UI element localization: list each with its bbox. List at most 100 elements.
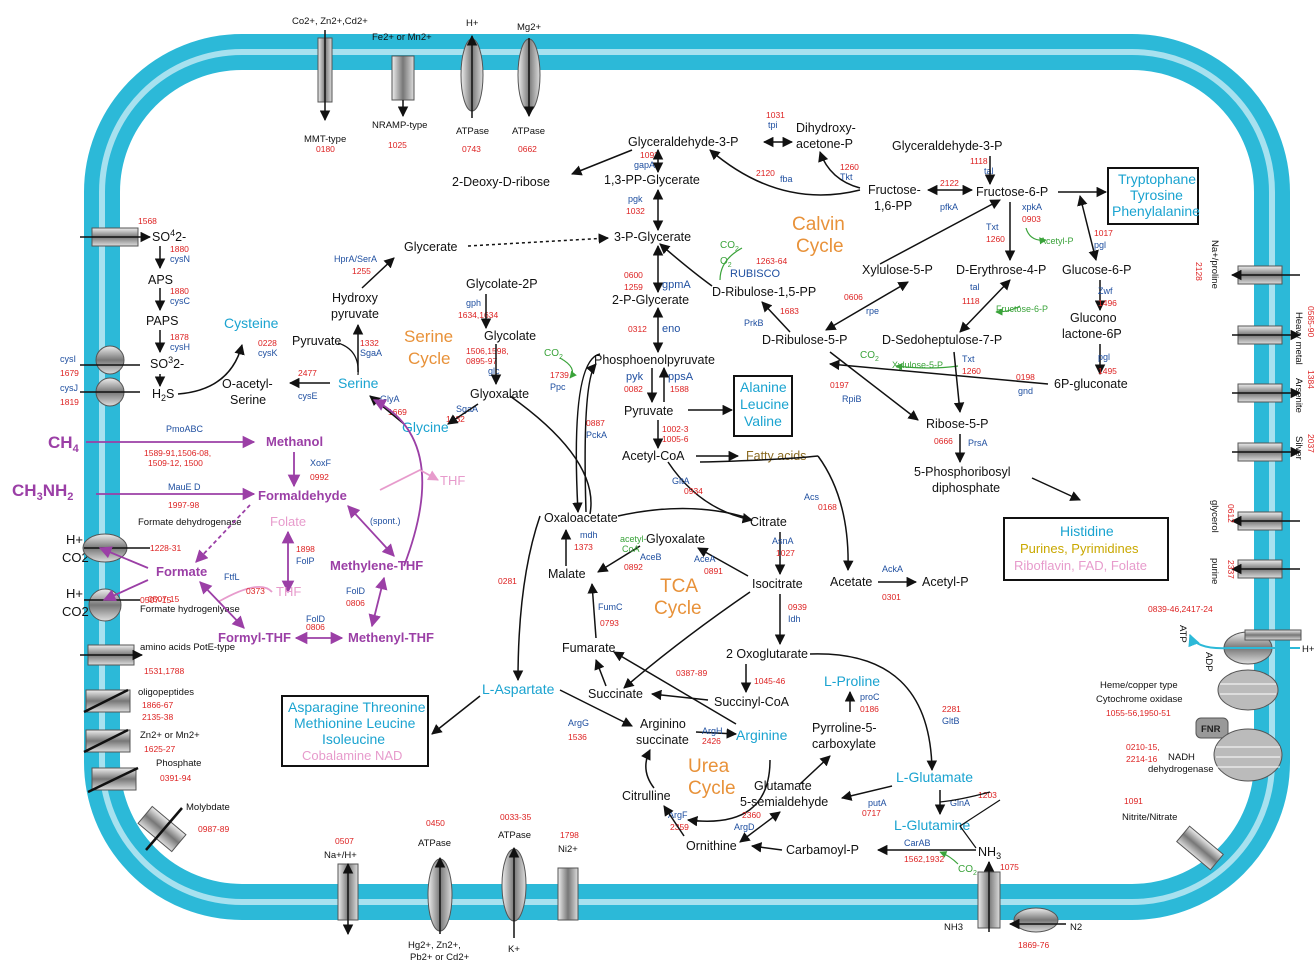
svg-text:AceA: AceA	[694, 554, 716, 564]
svg-text:1093: 1093	[640, 150, 659, 160]
svg-text:6P-gluconate: 6P-gluconate	[1054, 377, 1128, 391]
formate-hydrogenlyase-id: 0507-15	[140, 595, 171, 605]
svg-text:1118: 1118	[962, 296, 980, 306]
svg-text:2122: 2122	[940, 178, 959, 188]
svg-text:gapA: gapA	[634, 160, 655, 170]
svg-text:eno: eno	[662, 323, 680, 335]
svg-text:Cytochrome oxidase: Cytochrome oxidase	[1096, 694, 1183, 705]
svg-text:D-Erythrose-4-P: D-Erythrose-4-P	[956, 263, 1046, 277]
arsenite-id: 1384	[1306, 370, 1314, 389]
svg-text:CoA: CoA	[622, 544, 640, 554]
urea-cycle-label: Urea	[688, 756, 730, 777]
svg-text:H2S: H2S	[152, 387, 174, 403]
svg-text:Ppc: Ppc	[550, 382, 566, 392]
svg-text:1017: 1017	[1094, 228, 1113, 238]
svg-text:1,3-PP-Glycerate: 1,3-PP-Glycerate	[604, 173, 700, 187]
transporter-mg-label: Mg2+	[517, 22, 541, 33]
svg-text:Xylulose-5-P: Xylulose-5-P	[862, 263, 933, 277]
svg-text:Fumarate: Fumarate	[562, 641, 616, 655]
svg-text:Glutamate: Glutamate	[754, 779, 812, 793]
svg-text:GlyA: GlyA	[380, 394, 400, 404]
heavy-metal-label: Heavy metal	[1293, 312, 1304, 365]
svg-text:1260: 1260	[962, 366, 981, 376]
isoleucine-label: Isoleucine	[322, 731, 385, 747]
tyrosine-label: Tyrosine	[1130, 187, 1183, 203]
svg-text:2120: 2120	[756, 168, 775, 178]
ni-label: Ni2+	[558, 844, 578, 855]
svg-text:0168: 0168	[818, 502, 837, 512]
formate-dehydrogenase: Formate dehydrogenase	[138, 517, 242, 528]
svg-text:Citrulline: Citrulline	[622, 789, 671, 803]
svg-text:D-Sedoheptulose-7-P: D-Sedoheptulose-7-P	[882, 333, 1002, 347]
svg-text:pgl: pgl	[1098, 352, 1110, 362]
asparagine-threonine-label: Asparagine Threonine	[288, 699, 426, 715]
svg-text:cysJ: cysJ	[60, 383, 78, 393]
svg-text:THF: THF	[440, 473, 465, 488]
svg-text:0210-15,: 0210-15,	[1126, 742, 1160, 752]
svg-text:2135-38: 2135-38	[142, 712, 173, 722]
svg-text:Xylulose-5-P: Xylulose-5-P	[892, 360, 943, 370]
svg-text:CO2: CO2	[720, 240, 739, 253]
transporter-atpase-mg-id: 0662	[518, 144, 537, 154]
svg-text:1255: 1255	[352, 266, 371, 276]
phosphate-transporter: Phosphate	[156, 758, 201, 769]
na-h-label: Na+/H+	[324, 850, 357, 861]
svg-text:SgaA: SgaA	[456, 404, 478, 414]
svg-text:Glycerate: Glycerate	[404, 240, 458, 254]
svg-text:ArgD: ArgD	[734, 822, 755, 832]
nitrite-label: Nitrite/Nitrate	[1122, 812, 1177, 823]
svg-text:Heme/copper type: Heme/copper type	[1100, 680, 1178, 691]
svg-text:succinate: succinate	[636, 733, 689, 747]
svg-text:0197: 0197	[830, 380, 849, 390]
svg-text:1495: 1495	[1098, 366, 1117, 376]
svg-text:SO42-: SO42-	[152, 228, 186, 244]
serine-label: Serine	[338, 375, 379, 391]
svg-text:cysN: cysN	[170, 254, 190, 264]
svg-text:1739: 1739	[550, 370, 569, 380]
glycerol-label: glycerol	[1209, 500, 1220, 533]
svg-text:FumC: FumC	[598, 602, 623, 612]
svg-text:Cycle: Cycle	[688, 778, 736, 799]
svg-text:1373: 1373	[574, 542, 593, 552]
svg-text:pgl: pgl	[1094, 240, 1106, 250]
na-proline-label: Na+/proline	[1209, 240, 1220, 289]
svg-text:1260: 1260	[840, 162, 859, 172]
svg-text:dehydrogenase: dehydrogenase	[1148, 764, 1214, 775]
svg-text:gnd: gnd	[1018, 386, 1033, 396]
svg-text:2477: 2477	[298, 368, 317, 378]
histidine-label: Histidine	[1060, 523, 1114, 539]
svg-text:Cycle: Cycle	[408, 349, 451, 368]
potE-transporter: amino acids PotE-type	[140, 642, 235, 653]
svg-text:0666: 0666	[934, 436, 953, 446]
svg-text:AceB: AceB	[640, 552, 662, 562]
l-glutamine-label: L-Glutamine	[894, 817, 970, 833]
transporters-right: Na+/proline 2128 Heavy metal 0585-90 Ars…	[1096, 240, 1314, 871]
svg-text:mdh: mdh	[580, 530, 598, 540]
svg-text:Glucose-6-P: Glucose-6-P	[1062, 263, 1131, 277]
svg-text:1898: 1898	[296, 544, 315, 554]
cobalamine-label: Cobalamine NAD	[302, 748, 402, 763]
svg-text:PmoABC: PmoABC	[166, 424, 204, 434]
svg-text:2-Deoxy-D-ribose: 2-Deoxy-D-ribose	[452, 175, 550, 189]
purine-label: purine	[1209, 558, 1220, 584]
svg-text:1032: 1032	[626, 206, 645, 216]
svg-text:PAPS: PAPS	[146, 314, 178, 328]
svg-text:fba: fba	[780, 174, 793, 184]
l-aspartate-label: L-Aspartate	[482, 681, 555, 697]
svg-text:cysH: cysH	[170, 342, 190, 352]
svg-text:O-acetyl-: O-acetyl-	[222, 377, 273, 391]
svg-text:1880: 1880	[170, 286, 189, 296]
svg-text:2214-16: 2214-16	[1126, 754, 1157, 764]
svg-text:5-Phosphoribosyl: 5-Phosphoribosyl	[914, 465, 1011, 479]
product-boxes: Tryptophane Tyrosine Phenylalanine Alani…	[281, 167, 1200, 767]
svg-text:FolD: FolD	[306, 614, 326, 624]
atpase-k-id: 0033-35	[500, 812, 531, 822]
svg-text:2360: 2360	[742, 810, 761, 820]
zn-mn-transporter: Zn2+ or Mn2+	[140, 730, 200, 741]
svg-text:Acetate: Acetate	[830, 575, 872, 589]
svg-text:pyruvate: pyruvate	[331, 307, 379, 321]
svg-text:cysE: cysE	[298, 391, 318, 401]
svg-text:1997-98: 1997-98	[168, 500, 199, 510]
cell-membrane	[84, 34, 1290, 920]
svg-text:1332: 1332	[360, 338, 379, 348]
